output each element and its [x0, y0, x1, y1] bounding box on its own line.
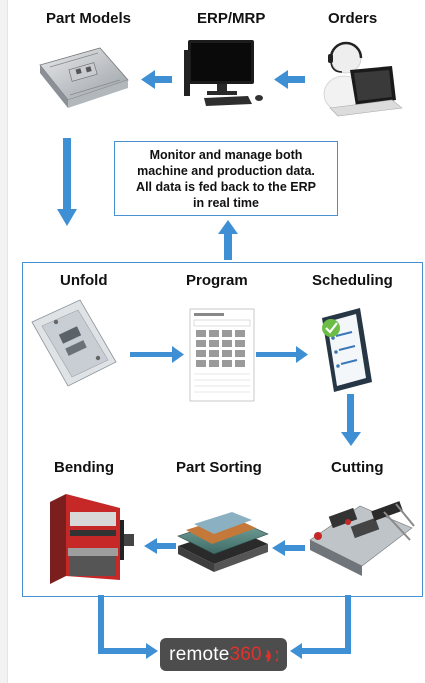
arrow-sorting-to-bending	[144, 538, 176, 554]
checklist-tablet-icon	[322, 308, 372, 392]
label-erp-mrp: ERP/MRP	[197, 10, 266, 27]
monitor-line-2: machine and production data.	[137, 163, 315, 178]
wifi-signal-icon	[265, 649, 278, 662]
remote-number-text: 360	[229, 643, 262, 665]
monitor-line-1: Monitor and manage both	[149, 147, 303, 162]
monitor-line-3: All data is fed back to the ERP	[136, 179, 316, 194]
remote-brand-text: remote	[169, 643, 230, 665]
label-unfold: Unfold	[60, 272, 108, 289]
laser-cutter-icon	[309, 501, 415, 576]
arrow-program-to-scheduling	[256, 346, 308, 363]
arrow-erp-to-parts	[141, 70, 172, 89]
arrow-unfold-to-program	[130, 346, 184, 363]
arrow-orders-to-erp	[274, 70, 305, 89]
label-orders: Orders	[328, 10, 378, 27]
connector-left-to-remote	[98, 595, 158, 659]
left-scroll-edge	[0, 0, 8, 683]
part-model-icon	[39, 47, 129, 108]
computer-icon	[184, 40, 263, 106]
label-part-models: Part Models	[46, 10, 132, 27]
connector-right-to-remote	[290, 595, 351, 659]
unfolded-sheet-icon	[31, 299, 117, 387]
monitor-info-box: Monitor and manage both machine and prod…	[114, 141, 338, 216]
program-sheet-icon	[189, 308, 255, 402]
arrow-parts-down	[57, 138, 77, 226]
label-cutting: Cutting	[331, 459, 384, 476]
pallets-icon	[177, 512, 269, 572]
press-brake-icon	[50, 494, 134, 584]
label-part-sorting: Part Sorting	[176, 459, 262, 476]
label-scheduling: Scheduling	[312, 272, 393, 289]
label-program: Program	[186, 272, 248, 289]
arrow-cutting-to-sorting	[272, 540, 305, 556]
headset-operator-icon	[323, 41, 403, 117]
arrow-scheduling-to-cutting	[341, 394, 361, 446]
monitor-line-4: in real time	[193, 195, 259, 210]
label-bending: Bending	[54, 459, 114, 476]
arrow-up-to-monitor	[218, 220, 238, 260]
